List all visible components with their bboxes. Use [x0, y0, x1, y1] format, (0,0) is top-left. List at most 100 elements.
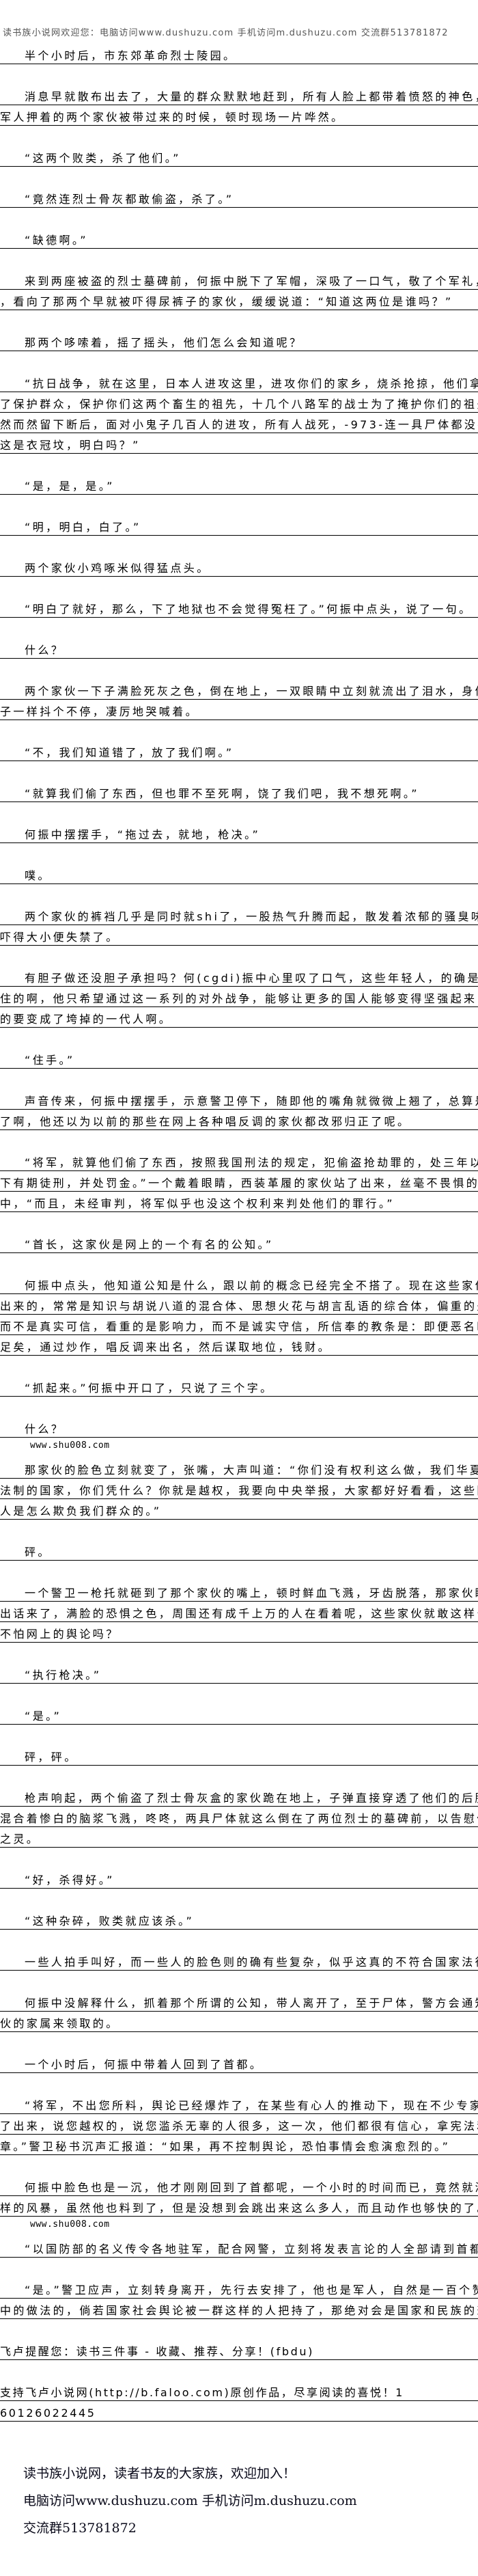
text-line: 来到两座被盗的烈士墓碑前，何振中脱下了军帽，深吸了一口气，敬了个军礼，这才转身: [0, 269, 478, 290]
paragraph: “是。”: [0, 1704, 478, 1725]
paragraph: “是。”警卫应声，立刻转身离开，先行去安排了，他也是军人，自然是一百个赞同何振中…: [0, 2278, 478, 2319]
text-line: 消息早就散布出去了，大量的群众默默地赶到，所有人脸上都带着愤怒的神色，当看见被: [0, 85, 478, 105]
paragraph: 什么？: [0, 638, 478, 659]
text-line: 军人押着的两个家伙被带过来的时候，顿时现场一片哗然。: [0, 105, 478, 126]
text-line: 混合着惨白的脑浆飞溅，咚咚，两具尸体就这么倒在了两位烈士的墓碑前，以告慰他们的在…: [0, 1807, 478, 1827]
text-line: 章。”警卫秘书沉声汇报道：“如果，再不控制舆论，恐怕事情会愈演愈烈的。”: [0, 2135, 478, 2155]
text-line: 何振中摆摆手，“拖过去，就地，枪决。”: [0, 823, 478, 843]
text-line: 了保护群众，保护你们这两个畜生的祖先，十几个八路军的战士为了掩护你们的祖先撤离，…: [0, 392, 478, 413]
paragraph: 一些人拍手叫好，而一些人的脸色则的确有些复杂，似乎这真的不符合国家法律吧。: [0, 1950, 478, 1971]
paragraph: 两个家伙小鸡啄米似得猛点头。: [0, 556, 478, 577]
text-line: “是，是，是。”: [0, 474, 478, 495]
text-line: 样的风暴，虽然他也料到了，但是没想到会跳出来这么多人，而且动作也够快的了。: [0, 2196, 478, 2217]
paragraph: “明，明白，白了。”: [0, 515, 478, 536]
text-line: 枪声响起，两个偷盗了烈士骨灰盒的家伙跪在地上，子弹直接穿透了他们的后脑勺，鲜血: [0, 1786, 478, 1807]
text-line: “明，明白，白了。”: [0, 515, 478, 536]
text-line: 足矣，通过炒作，唱反调来出名，然后谋取地位，钱财。: [0, 1335, 478, 1356]
text-line: 两个家伙小鸡啄米似得猛点头。: [0, 556, 478, 577]
text-line: 吓得大小便失禁了。: [0, 925, 478, 946]
text-line: 噗。: [0, 864, 478, 884]
paragraph: “明白了就好，那么，下了地狱也不会觉得冤枉了。”何振中点头，说了一句。: [0, 597, 478, 618]
closing-section: 飞卢提醒您：读书三件事 - 收藏、推荐、分享！(fbdu) 支持飞卢小说网(ht…: [0, 2340, 478, 2422]
text-line: 了出来，说您越权的，说您滥杀无辜的人很多，这一次，他们都很有信心，拿宪法和刑法做…: [0, 2114, 478, 2135]
text-line: 两个家伙一下子满脸死灰之色，倒在地上，一双眼睛中立刻就流出了泪水，身体就像是筛: [0, 679, 478, 700]
chapter-body: 半个小时后，市东郊革命烈士陵园。消息早就散布出去了，大量的群众默默地赶到，所有人…: [0, 44, 478, 2319]
text-line: 出话来了，满脸的恐惧之色，周围还有成千上万的人在看着呢，这些家伙就敢这样公然打他…: [0, 1602, 478, 1622]
text-line: 这是衣冠坟，明白吗？”: [0, 433, 478, 454]
text-line: 伙的家属来领取的。: [0, 2012, 478, 2032]
paragraph: “住手。”: [0, 1048, 478, 1069]
text-line: ，看向了那两个早就被吓得尿裤子的家伙，缓缓说道：“知道这两位是谁吗？”: [0, 290, 478, 310]
paragraph: 有胆子做还没胆子承担吗？何(cgdi)振中心里叹了口气，这些年轻人，的确是靠不住…: [0, 966, 478, 1028]
paragraph: 两个家伙的裤裆几乎是同时就shi了，一股热气升腾而起，散发着浓郁的骚臭味儿，被吓…: [0, 905, 478, 946]
text-line: 那家伙的脸色立刻就变了，张嘴，大声叫道：“你们没有权利这么做，我们华夏是一个讲: [0, 1458, 478, 1479]
text-line: 一个警卫一枪托就砸到了那个家伙的嘴上，顿时鲜血飞溅，牙齿脱落，那家伙瞬间就说不: [0, 1581, 478, 1602]
text-line: 声音传来，何振中摆摆手，示意警卫停下，随即他的嘴角就微微上翘了，总算是有人露面: [0, 1089, 478, 1110]
text-line: 下有期徒刑，并处罚金。”一个戴着眼睛，西装革履的家伙站了出来，丝毫不畏惧的看着何…: [0, 1171, 478, 1192]
paragraph: 消息早就散布出去了，大量的群众默默地赶到，所有人脸上都带着愤怒的神色，当看见被军…: [0, 85, 478, 126]
watermark-text: www.shu008.com: [30, 2219, 110, 2230]
paragraph: 砰。: [0, 1540, 478, 1561]
text-line: 砰。: [0, 1540, 478, 1561]
text-line: 何振中没解释什么，抓着那个所谓的公知，带人离开了，至于尸体，警方会通知那两个家: [0, 1991, 478, 2012]
paragraph: “不，我们知道错了，放了我们啊。”: [0, 741, 478, 761]
text-line: 子一样抖个不停，凄厉地哭喊着。: [0, 700, 478, 720]
paragraph: 枪声响起，两个偷盗了烈士骨灰盒的家伙跪在地上，子弹直接穿透了他们的后脑勺，鲜血混…: [0, 1786, 478, 1848]
text-line: “这种杂碎，败类就应该杀。”: [0, 1909, 478, 1930]
text-line: “这两个败类，杀了他们。”: [0, 146, 478, 167]
text-line: “将军，不出您所料，舆论已经爆炸了，在某些有心人的推动下，现在不少专家教授都跳: [0, 2094, 478, 2114]
text-line: 不怕网上的舆论吗？: [0, 1622, 478, 1643]
paragraph: 什么？: [0, 1417, 478, 1438]
text-line: 何振中点头，他知道公知是什么，跟以前的概念已经完全不搭了。现在这些家伙嘴里面吐: [0, 1274, 478, 1294]
text-line: 法制的国家，你们凭什么？你就是越权，我要向中央举报，大家都好好看看，这些国家政府…: [0, 1479, 478, 1499]
paragraph: “以国防部的名义传令各地驻军，配合网警，立刻将发表言论的人全部请到首都来。”: [0, 2237, 478, 2258]
text-line: 的要变成了垮掉的一代人啊。: [0, 1007, 478, 1028]
support-line: 60126022445: [0, 2401, 478, 2422]
paragraph: “首长，这家伙是网上的一个有名的公知。”: [0, 1233, 478, 1253]
reminder-line: 飞卢提醒您：读书三件事 - 收藏、推荐、分享！(fbdu): [0, 2340, 478, 2360]
text-line: 人是怎么欺负我们群众的。”: [0, 1499, 478, 1520]
text-line: 那两个哆嗦着，摇了摇头，他们怎么会知道呢？: [0, 331, 478, 351]
text-line: 出来的，常常是知识与胡说八道的混合体、思想火花与胡言乱语的综合体，偏重的是说服力…: [0, 1294, 478, 1315]
paragraph: 半个小时后，市东郊革命烈士陵园。: [0, 44, 478, 64]
paragraph: “这种杂碎，败类就应该杀。”: [0, 1909, 478, 1930]
paragraph: “将军，不出您所料，舆论已经爆炸了，在某些有心人的推动下，现在不少专家教授都跳了…: [0, 2094, 478, 2155]
paragraph: 何振中没解释什么，抓着那个所谓的公知，带人离开了，至于尸体，警方会通知那两个家伙…: [0, 1991, 478, 2032]
paragraph: 那家伙的脸色立刻就变了，张嘴，大声叫道：“你们没有权利这么做，我们华夏是一个讲法…: [0, 1458, 478, 1520]
text-line: “住手。”: [0, 1048, 478, 1069]
text-line: 何振中脸色也是一沉，他才刚刚回到了首都呢，一个小时的时间而已，竟然就演变成了这: [0, 2176, 478, 2196]
footer-welcome: 读书族小说网，读者书友的大家族，欢迎加入！: [23, 2466, 296, 2481]
text-line: “以国防部的名义传令各地驻军，配合网警，立刻将发表言论的人全部请到首都来。”: [0, 2237, 478, 2258]
paragraph: “竟然连烈士骨灰都敢偷盗，杀了。”: [0, 187, 478, 208]
paragraph: “缺德啊。”: [0, 228, 478, 249]
paragraph: “抓起来。”何振中开口了，只说了三个字。: [0, 1376, 478, 1397]
footer-access-links: 电脑访问www.dushuzu.com 手机访问m.dushuzu.com: [23, 2493, 357, 2508]
text-line: “竟然连烈士骨灰都敢偷盗，杀了。”: [0, 187, 478, 208]
text-line: 一些人拍手叫好，而一些人的脸色则的确有些复杂，似乎这真的不符合国家法律吧。: [0, 1950, 478, 1971]
text-line: 一个小时后，何振中带着人回到了首都。: [0, 2053, 478, 2073]
footer-group-number: 交流群513781872: [23, 2521, 137, 2536]
paragraph: 声音传来，何振中摆摆手，示意警卫停下，随即他的嘴角就微微上翘了，总算是有人露面了…: [0, 1089, 478, 1130]
text-line: 了啊，他还以为以前的那些在网上各种唱反调的家伙都改邪归正了呢。: [0, 1110, 478, 1130]
paragraph: 一个警卫一枪托就砸到了那个家伙的嘴上，顿时鲜血飞溅，牙齿脱落，那家伙瞬间就说不出…: [0, 1581, 478, 1643]
text-line: “抗日战争，就在这里，日本人进攻这里，进攻你们的家乡，烧杀抢掠，他们拿着枪，为: [0, 372, 478, 392]
support-line: 支持飞卢小说网(http://b.faloo.com)原创作品，尽享阅读的喜悦！…: [0, 2381, 478, 2401]
text-line: 住的啊，他只希望通过这一系列的对外战争，能够让更多的国人能够变得坚强起来，否则，…: [0, 987, 478, 1007]
paragraph: “将军，就算他们偷了东西，按照我国刑法的规定，犯偷盗抢劫罪的，处三年以上十年以下…: [0, 1151, 478, 1212]
text-line: 什么？: [0, 638, 478, 659]
reminder-paragraph: 飞卢提醒您：读书三件事 - 收藏、推荐、分享！(fbdu): [0, 2340, 478, 2360]
text-line: 砰，砰。: [0, 1745, 478, 1766]
text-line: 中，“而且，未经审判，将军似乎也没这个权利来判处他们的罪行。”: [0, 1192, 478, 1212]
text-line: “好，杀得好。”: [0, 1868, 478, 1889]
text-line: “首长，这家伙是网上的一个有名的公知。”: [0, 1233, 478, 1253]
header-notice: 读书族小说网欢迎您：电脑访问www.dushuzu.com 手机访问m.dush…: [3, 28, 449, 38]
text-line: 有胆子做还没胆子承担吗？何(cgdi)振中心里叹了口气，这些年轻人，的确是靠不: [0, 966, 478, 987]
text-line: “执行枪决。”: [0, 1663, 478, 1684]
paragraph: “这两个败类，杀了他们。”: [0, 146, 478, 167]
text-line: “缺德啊。”: [0, 228, 478, 249]
text-line: 之灵。: [0, 1827, 478, 1848]
text-line: “不，我们知道错了，放了我们啊。”: [0, 741, 478, 761]
support-paragraph: 支持飞卢小说网(http://b.faloo.com)原创作品，尽享阅读的喜悦！…: [0, 2381, 478, 2422]
text-line: 半个小时后，市东郊革命烈士陵园。: [0, 44, 478, 64]
text-line: “抓起来。”何振中开口了，只说了三个字。: [0, 1376, 478, 1397]
